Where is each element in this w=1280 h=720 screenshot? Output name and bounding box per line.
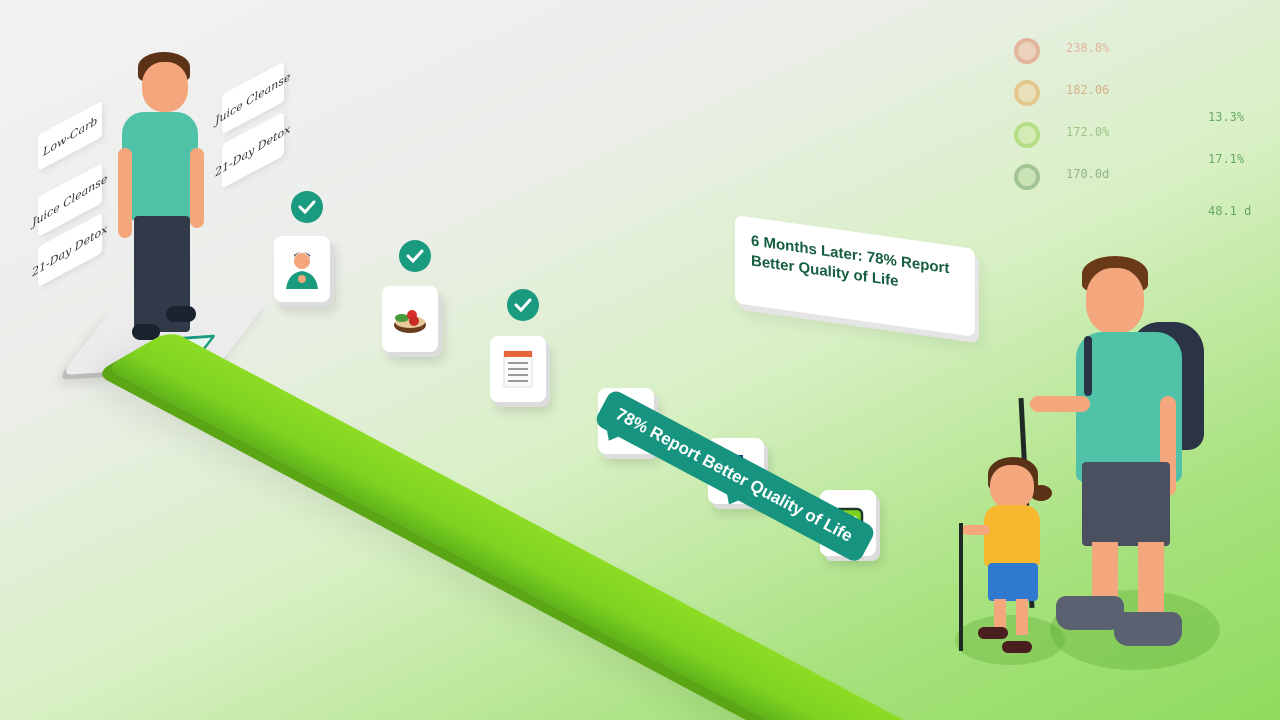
leg-left <box>994 599 1006 629</box>
ponytail <box>1030 485 1052 501</box>
quality-of-life-banner: 78% Report Better Quality of Life <box>593 388 877 565</box>
backpack-strap <box>1084 336 1092 396</box>
shoe-right <box>166 306 196 322</box>
person-on-scale <box>118 52 208 352</box>
gauge-icon <box>1014 122 1040 148</box>
leg-right <box>1138 542 1164 612</box>
timeline-step-plan[interactable] <box>490 336 546 402</box>
head <box>990 465 1034 509</box>
boot-left <box>1056 596 1124 630</box>
banner-text: 78% Report Better Quality of Life <box>612 404 856 546</box>
result-card: 6 Months Later: 78% Report Better Qualit… <box>735 215 975 337</box>
gauge-icon <box>1014 80 1040 106</box>
arm-left <box>118 148 132 238</box>
banner-tail-2 <box>721 491 741 509</box>
stat-row-2: 182.06 <box>1014 80 1109 106</box>
food-bowl-icon <box>394 310 426 333</box>
leg-right <box>1016 599 1028 635</box>
leg-left <box>1092 542 1118 602</box>
stat-row-3: 172.0% <box>1014 122 1109 148</box>
arm-left <box>1030 396 1090 412</box>
stat-right-3: 48.1 d <box>1208 204 1252 218</box>
gauge-icon <box>1014 164 1040 190</box>
timeline-step-food[interactable] <box>382 286 438 352</box>
shoe-right <box>1002 641 1032 653</box>
shirt <box>122 112 198 220</box>
doctor-icon <box>286 252 318 289</box>
child-hiker <box>950 455 1060 665</box>
stat-right-1: 13.3% <box>1208 110 1245 124</box>
arm-right <box>190 148 204 228</box>
check-icon <box>406 249 424 263</box>
check-icon <box>298 200 316 214</box>
arm <box>962 525 990 535</box>
stat-right-2: 17.1% <box>1208 152 1245 166</box>
boot-right <box>1114 612 1182 646</box>
check-badge-2 <box>399 240 431 272</box>
shoe-left <box>978 627 1008 639</box>
shorts <box>988 563 1038 601</box>
heart-gauge-icon <box>1014 38 1040 64</box>
shorts <box>1082 462 1170 546</box>
ground-shadow-child <box>955 615 1065 665</box>
adult-hiker <box>1018 256 1210 676</box>
document-list-icon <box>503 350 533 388</box>
stat-row-4: 170.0d <box>1014 164 1109 190</box>
trekking-pole <box>959 523 963 651</box>
head <box>1086 268 1144 334</box>
check-icon <box>514 298 532 312</box>
head <box>142 62 188 112</box>
check-badge-3 <box>507 289 539 321</box>
timeline-step-doctor[interactable] <box>274 236 330 302</box>
check-badge-1 <box>291 191 323 223</box>
diet-label-low-carb: Low-Carb <box>38 100 102 172</box>
shoe-left <box>132 324 160 340</box>
stat-row-1: 238.8% <box>1014 38 1109 64</box>
shirt <box>984 505 1040 567</box>
